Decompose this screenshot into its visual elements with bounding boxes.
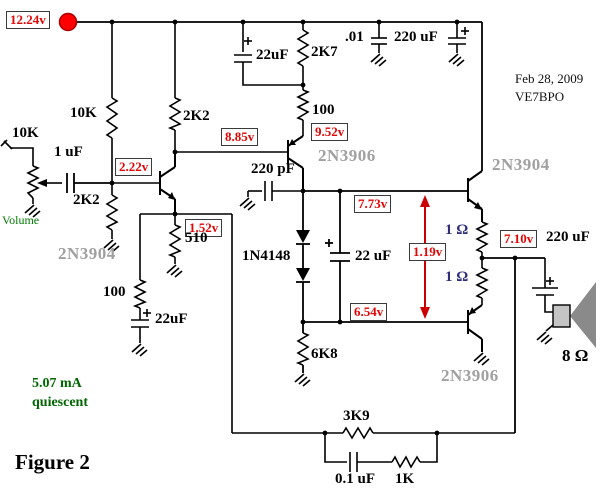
voltage-q1-emitter: 1.52v bbox=[185, 219, 223, 238]
ground-symbol bbox=[239, 197, 256, 211]
figure-caption: Figure 2 bbox=[15, 450, 90, 474]
ground-symbol bbox=[473, 352, 490, 366]
label-comp-cap: 220 pF bbox=[251, 161, 295, 177]
voltage-q1-collector: 8.85v bbox=[221, 128, 259, 147]
label-fb-resistor: 3K9 bbox=[343, 408, 370, 424]
voltage-q2-emitter: 9.52v bbox=[311, 123, 349, 142]
label-bias-diodes: 1N4148 bbox=[242, 248, 291, 264]
voltage-q1-base: 2.22v bbox=[115, 158, 153, 177]
label-rail-cap-small: .01 bbox=[345, 29, 364, 45]
label-bias-pulldown: 6K8 bbox=[311, 346, 338, 362]
author-callsign: VE7BPO bbox=[515, 89, 565, 104]
label-output-cap: 220 uF bbox=[546, 229, 590, 245]
quiescent-word: quiescent bbox=[32, 395, 88, 410]
label-speaker-impedance: 8 Ω bbox=[562, 346, 589, 365]
label-bias-upper: 10K bbox=[70, 105, 97, 121]
label-fb-gain-res: 1K bbox=[395, 471, 415, 487]
ground-symbol bbox=[448, 53, 465, 67]
label-input-cap: 1 uF bbox=[54, 144, 83, 160]
output-stage bbox=[475, 221, 545, 433]
rail-decoupling bbox=[371, 22, 469, 53]
label-q1-partnumber: 2N3904 bbox=[58, 244, 116, 263]
diode-symbol bbox=[296, 268, 310, 281]
quiescent-value: 5.07 mA bbox=[32, 376, 82, 391]
label-vas-load: 2K7 bbox=[311, 44, 338, 60]
label-q4-partnumber: 2N3906 bbox=[441, 366, 499, 385]
volume-pot bbox=[26, 165, 62, 204]
input-jack bbox=[0, 139, 34, 166]
label-emitter-res-lower: 1 Ω bbox=[445, 269, 469, 285]
volume-note: Volume bbox=[2, 213, 40, 227]
q1-emitter-arrow bbox=[168, 192, 175, 200]
voltage-output: 7.10v bbox=[500, 230, 538, 249]
label-rail-cap-large: 220 uF bbox=[394, 29, 438, 45]
ground-symbol bbox=[131, 343, 148, 357]
speaker-icon bbox=[545, 282, 596, 348]
voltage-bias-delta: 1.19v bbox=[409, 243, 447, 262]
feedback-network bbox=[231, 214, 515, 472]
q1-load bbox=[167, 22, 288, 153]
ground-symbol bbox=[536, 331, 553, 345]
voltage-supply: 12.24v bbox=[6, 11, 50, 30]
label-q3-partnumber: 2N3904 bbox=[492, 155, 550, 174]
ground-symbol bbox=[370, 53, 387, 67]
ground-symbol bbox=[294, 373, 311, 387]
label-bias-cap: 22 uF bbox=[355, 248, 392, 264]
output-cap bbox=[532, 258, 558, 313]
label-vas-bypass-cap: 22uF bbox=[256, 47, 289, 63]
ground-symbol bbox=[166, 264, 183, 278]
label-q1-load: 2K2 bbox=[183, 108, 210, 124]
diode-symbol bbox=[296, 230, 310, 243]
q1-emitter-network bbox=[131, 213, 232, 343]
date-note: Feb 28, 2009 bbox=[515, 71, 584, 86]
label-q1-decouple-cap: 22uF bbox=[155, 311, 188, 327]
coupling-cap bbox=[66, 173, 112, 193]
q3-transistor bbox=[467, 170, 483, 222]
label-q2-partnumber: 2N3906 bbox=[318, 146, 376, 165]
comp-cap bbox=[247, 181, 303, 201]
q1-transistor bbox=[159, 152, 176, 214]
supply-probe-dot bbox=[58, 12, 78, 32]
vas-chain bbox=[234, 22, 310, 136]
q2-transistor bbox=[287, 135, 304, 191]
label-q1-decouple-res: 100 bbox=[103, 284, 126, 300]
label-bias-lower: 2K2 bbox=[73, 192, 100, 208]
q4-emitter-arrow bbox=[469, 307, 476, 314]
label-emitter-res-upper: 1 Ω bbox=[445, 222, 469, 238]
junction-dots bbox=[109, 19, 518, 436]
power-rail bbox=[77, 21, 483, 171]
label-fb-cap: 0.1 uF bbox=[335, 471, 376, 487]
q3-emitter-arrow bbox=[474, 202, 482, 210]
voltage-bias-bottom: 6.54v bbox=[350, 303, 388, 322]
pot-wiper-arrow bbox=[37, 179, 47, 187]
label-q1-emitter-res: 510 bbox=[185, 230, 208, 246]
q2-emitter-arrow bbox=[289, 139, 296, 145]
voltage-bias-top: 7.73v bbox=[354, 195, 392, 214]
label-vas-emitter-res: 100 bbox=[312, 102, 335, 118]
label-volume-pot: 10K bbox=[12, 125, 39, 141]
bias-divider bbox=[105, 22, 160, 239]
